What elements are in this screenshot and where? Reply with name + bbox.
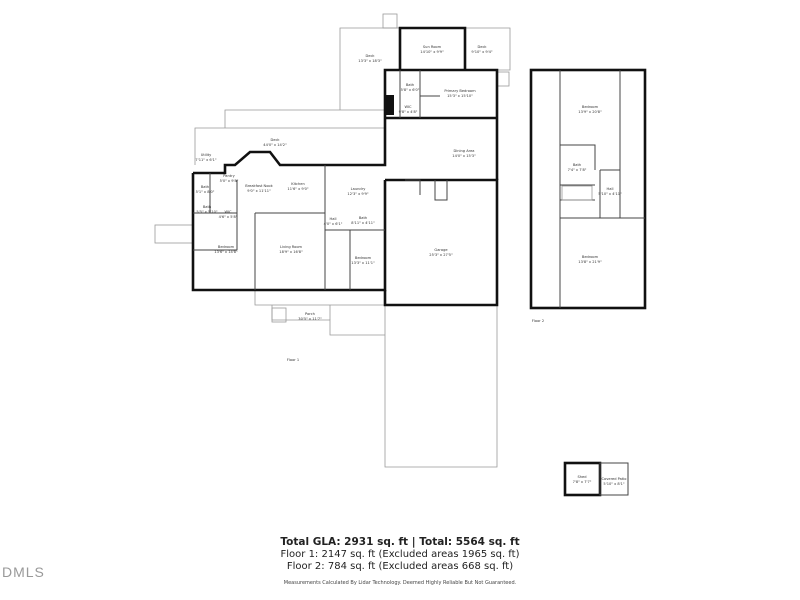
room-name-deck: Deck (270, 138, 280, 142)
room-dims: 9'0" x 11'11" (247, 189, 271, 193)
floor-1-walls (154, 13, 511, 468)
outbuilding-labels: Shed 7'8" x 7'7" Covered Patio 5'10" x 8… (573, 475, 627, 486)
room-name-primary-bedroom: Primary Bedroom (444, 89, 476, 93)
floor-1-labels: Deck 44'0" x 14'2" Utility 7'11" x 6'1" … (195, 45, 492, 362)
chimney (386, 95, 394, 115)
room-name-garage: Garage (434, 248, 448, 252)
room-name-hall: Hall (330, 217, 337, 221)
room-name-bath: Bath (406, 83, 414, 87)
room-dims: 5'1" x 8'0" (196, 190, 215, 194)
room-dims: 13'3" x 18'3" (358, 59, 382, 63)
room-name-sun-room: Sun Room (423, 45, 442, 49)
room-dims: 5'8" x 6'0" (401, 88, 420, 92)
room-name-porch: Porch (305, 312, 315, 316)
floor-2-label: Floor 2 (532, 319, 544, 323)
room-dims: 5'10" x 4'11" (598, 192, 622, 196)
room-name-deck: Deck (365, 54, 375, 58)
room-dims: 4'6" x 5'8" (219, 215, 238, 219)
room-dims: 13'6" x 14'8" (214, 250, 238, 254)
room-dims: 13'9" x 20'8" (578, 110, 602, 114)
room-dims: 11'6" x 9'0" (287, 187, 308, 191)
disclaimer: Measurements Calculated By Lidar Technol… (283, 580, 517, 586)
room-dims: 5'0" x 9'8" (220, 179, 239, 183)
room-dims: 14'10" x 9'9" (420, 50, 444, 54)
room-dims: 12'3" x 9'9" (347, 192, 368, 196)
room-name-utility: Utility (201, 153, 212, 157)
room-dims: 5'10" x 8'1" (603, 482, 624, 486)
floor-2-area: Floor 2: 784 sq. ft (Excluded areas 668 … (286, 561, 514, 572)
room-dims: 5'5" x 5'10" (196, 210, 217, 214)
floor-2-labels: Bedroom 13'9" x 20'8" Bath 7'4" x 7'8" B… (532, 105, 622, 323)
room-dims: 9'8" x 4'8" (399, 110, 418, 114)
room-name-bath: Bath (203, 205, 211, 209)
room-dims: 15'3" x 15'10" (447, 94, 473, 98)
room-name-bath: Bath (201, 185, 209, 189)
room-name-bedroom: Bedroom (582, 105, 599, 109)
room-dims: 9'10" x 9'4" (471, 50, 492, 54)
room-name-hall: Hall (607, 187, 614, 191)
room-dims: 25'3" x 27'5" (429, 253, 453, 257)
room-name-bath: Bath (359, 216, 367, 220)
room-name-dining-area: Dining Area (453, 149, 474, 153)
floor-2-walls (529, 68, 647, 310)
room-name-deck: Deck (477, 45, 487, 49)
room-name-laundry: Laundry (351, 187, 367, 191)
room-name-bedroom: Bedroom (218, 245, 235, 249)
room-dims: 30'5" x 11'7" (298, 317, 322, 321)
room-dims: 7'4" x 7'8" (568, 168, 587, 172)
room-dims: 4'0" x 6'1" (324, 222, 343, 226)
total-area: Total GLA: 2931 sq. ft | Total: 5564 sq.… (280, 536, 520, 548)
floor-1-area: Floor 1: 2147 sq. ft (Excluded areas 196… (280, 549, 520, 560)
room-name-kitchen: Kitchen (291, 182, 305, 186)
room-name-shed: Shed (577, 475, 586, 479)
floor-1-label: Floor 1 (287, 358, 299, 362)
outbuilding-walls (563, 461, 629, 497)
dmls-logo: DMLS (2, 564, 45, 580)
room-name-wic: WIC (404, 105, 412, 109)
room-dims: 7'8" x 7'7" (573, 480, 592, 484)
room-dims: 13'3" x 11'1" (351, 261, 375, 265)
room-name-bath: Bath (573, 163, 581, 167)
room-name-wic: WIC (224, 210, 232, 214)
room-name-bedroom: Bedroom (582, 255, 599, 259)
room-dims: 44'0" x 14'2" (263, 143, 287, 147)
room-dims: 8'11" x 4'11" (351, 221, 375, 225)
room-name-covered-patio: Covered Patio (602, 477, 627, 481)
room-dims: 18'9" x 16'8" (279, 250, 303, 254)
room-name-bedroom: Bedroom (355, 256, 372, 260)
room-dims: 7'11" x 6'1" (195, 158, 216, 162)
room-name-living-room: Living Room (280, 245, 303, 249)
room-name-breakfast-nook: Breakfast Nook (245, 184, 273, 188)
room-dims: 13'8" x 21'9" (578, 260, 602, 264)
room-name-pantry: Pantry (223, 174, 235, 178)
room-dims: 14'0" x 15'3" (452, 154, 476, 158)
